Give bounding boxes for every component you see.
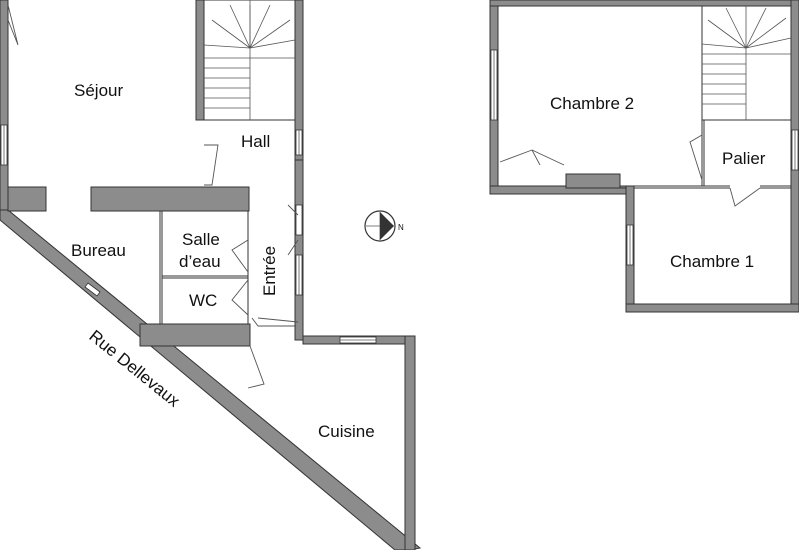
upper-floor: Chambre 2 Palier Chambre 1 <box>489 0 799 313</box>
wall-upper-top <box>489 0 799 7</box>
door-top-left <box>7 4 19 46</box>
label-wc: WC <box>189 291 217 310</box>
door-palier <box>689 134 703 181</box>
door-chambre1 <box>729 187 761 207</box>
door-cuisine <box>247 345 265 389</box>
door-entree-cuisine <box>251 317 299 327</box>
label-cuisine: Cuisine <box>318 422 375 441</box>
label-salle-deau-2: d’eau <box>179 252 221 271</box>
door-wc <box>231 279 249 316</box>
wall-cuisine-right <box>404 335 416 550</box>
wall-entree-right <box>294 159 304 341</box>
door-entree <box>287 204 299 256</box>
compass-letter: N <box>398 223 404 232</box>
door-salle-deau <box>231 239 249 273</box>
label-hall: Hall <box>241 132 270 151</box>
label-bureau: Bureau <box>71 241 126 260</box>
wall-ch1-bottom <box>625 303 799 313</box>
wall-hall-left <box>195 0 205 121</box>
label-sejour: Séjour <box>74 81 123 100</box>
door-ch2-closet <box>499 149 565 166</box>
wall-ch2-block <box>565 173 621 189</box>
label-chambre2: Chambre 2 <box>550 94 634 113</box>
staircase-upper <box>701 5 792 121</box>
label-chambre1: Chambre 1 <box>670 252 754 271</box>
wall-left <box>0 0 9 211</box>
label-entree: Entrée <box>260 246 279 296</box>
staircase-ground <box>203 0 296 121</box>
label-palier: Palier <box>722 149 766 168</box>
compass-icon: N <box>364 210 404 242</box>
ground-floor: N Séjour Hall Bureau Salle d’eau WC Entr… <box>0 0 422 550</box>
wall-bureau-left <box>7 186 47 212</box>
door-hall <box>204 144 219 186</box>
window-diagonal <box>84 282 101 297</box>
label-salle-deau-1: Salle <box>182 230 220 249</box>
wall-bureau-right <box>90 186 250 212</box>
wall-wc-cuisine <box>139 323 251 347</box>
